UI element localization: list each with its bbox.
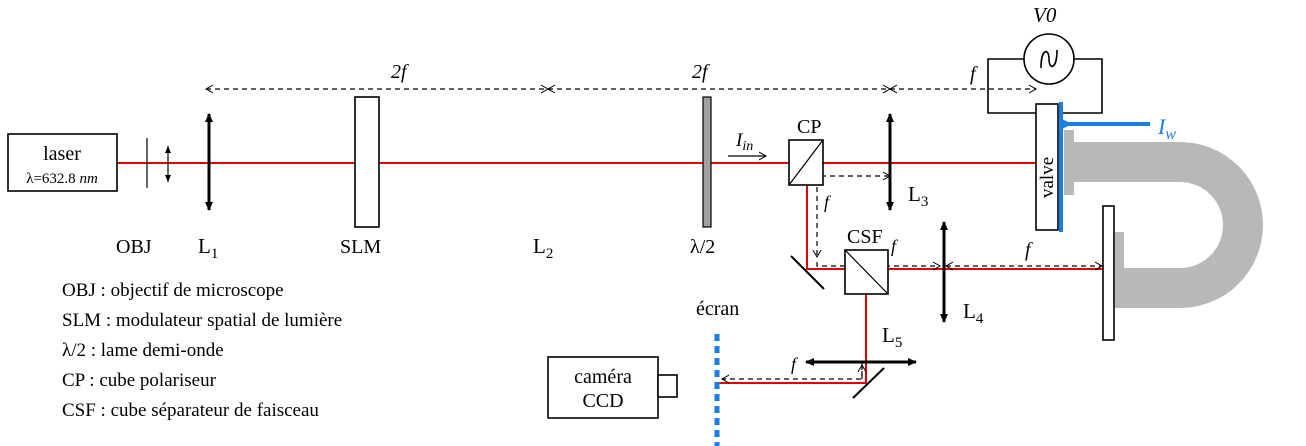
distance-2f-left-label: 2f xyxy=(391,61,409,83)
distance-2f-right-label: 2f xyxy=(692,61,710,83)
fiber-end-bottom xyxy=(1115,232,1124,308)
l2-label: L2 xyxy=(533,234,553,262)
distance-f-cp-label: f xyxy=(824,192,832,212)
valve-body xyxy=(1035,103,1059,231)
laser-label: laser xyxy=(43,143,81,165)
legend-item-csf: CSF : cube séparateur de faisceau xyxy=(62,400,319,421)
slm-element xyxy=(354,96,380,228)
fiber-end-top xyxy=(1064,130,1074,195)
legend-item-obj: OBJ : objectif de microscope xyxy=(62,280,284,301)
legend-item-slm: SLM : modulateur spatial de lumière xyxy=(62,310,342,331)
laser-beam-to-screen xyxy=(718,269,867,384)
distance-f-csf-label: f xyxy=(891,236,899,256)
camera-label-line1: caméra xyxy=(574,366,632,388)
halfwave-plate xyxy=(702,96,712,228)
fiber-tube xyxy=(1068,142,1263,308)
v0-label: V0 xyxy=(1033,3,1057,27)
l4-label: L4 xyxy=(963,299,984,327)
output-mirror xyxy=(1102,205,1115,341)
distance-f-top-label: f xyxy=(970,63,978,85)
cp-label: CP xyxy=(797,116,821,138)
l1-label: L1 xyxy=(198,234,218,262)
distance-f-csf-path xyxy=(816,262,940,266)
camera-label-line2: CCD xyxy=(582,390,623,412)
halfwave-label: λ/2 xyxy=(690,236,715,258)
legend: OBJ : objectif de microscope SLM : modul… xyxy=(62,280,342,421)
l3-label: L3 xyxy=(908,182,928,210)
camera-lens-stub xyxy=(657,374,678,398)
iin-label: Iin xyxy=(735,130,753,154)
circuit-wire-left xyxy=(987,58,1044,114)
csf-diagonal xyxy=(844,249,889,295)
cp-diagonal xyxy=(788,139,824,186)
fold-mirror-2 xyxy=(852,367,885,399)
l5-label: L5 xyxy=(882,323,902,351)
laser-box xyxy=(7,133,118,192)
iw-label: Iw xyxy=(1157,114,1176,143)
fold-mirror-1 xyxy=(790,255,825,290)
distance-f-l5-label: f xyxy=(791,354,799,374)
circuit-wire-right xyxy=(1062,58,1103,114)
csf-label: CSF xyxy=(847,226,883,248)
legend-item-cp: CP : cube polariseur xyxy=(62,370,217,391)
camera-body xyxy=(547,356,659,419)
ecran-label: écran xyxy=(696,298,739,320)
ac-source-icon xyxy=(1040,49,1058,69)
distance-f-cp-path xyxy=(821,176,890,177)
obj-label: OBJ xyxy=(116,236,152,258)
distance-f-l4-label: f xyxy=(1025,239,1033,261)
legend-item-halfwave: λ/2 : lame demi-onde xyxy=(62,340,224,361)
laser-wavelength: λ=632.8 nm xyxy=(26,171,98,187)
slm-label: SLM xyxy=(340,236,381,258)
distance-f-l5-path xyxy=(722,362,863,379)
valve-label: valve xyxy=(1037,157,1058,198)
